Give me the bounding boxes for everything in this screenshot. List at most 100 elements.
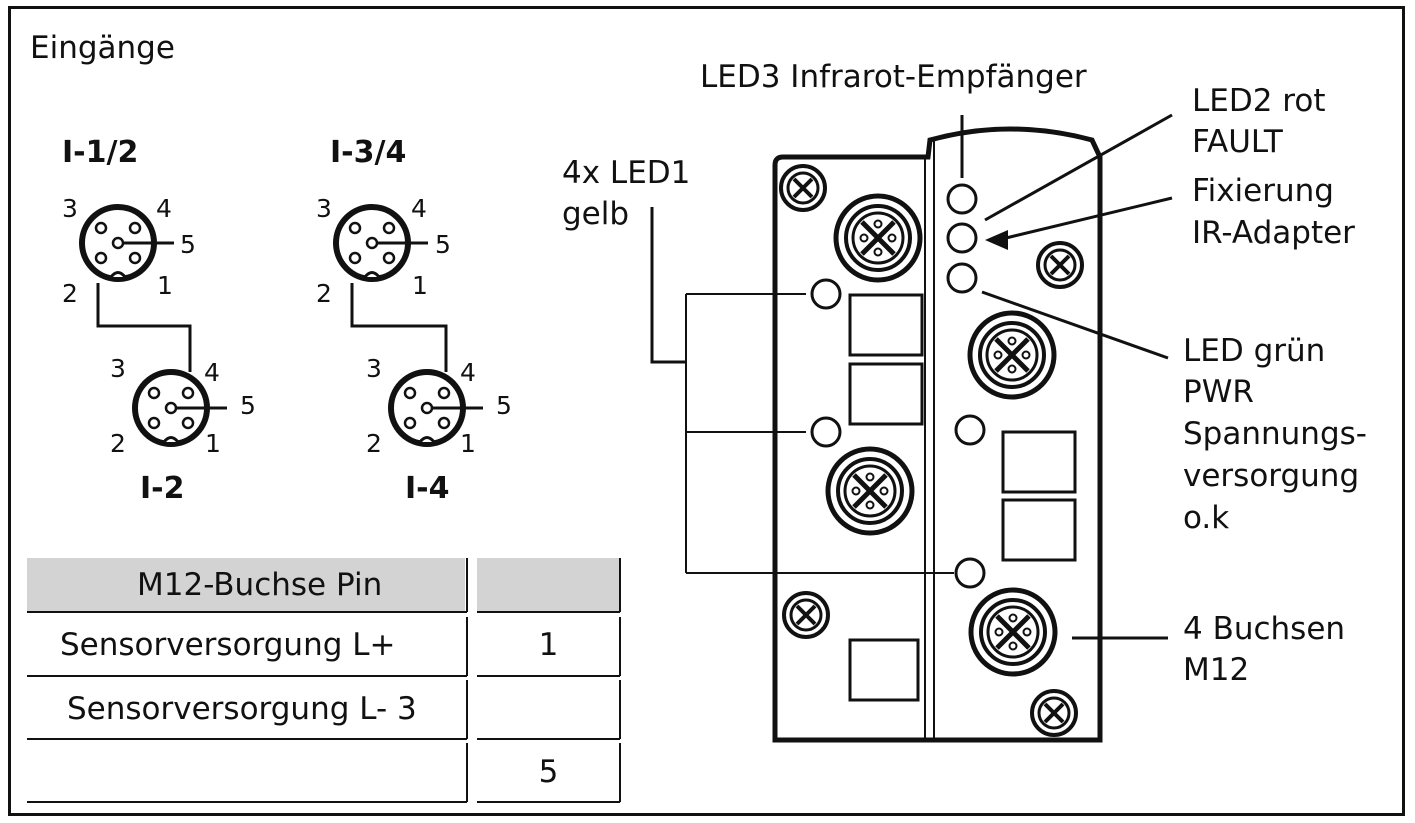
callout-led3: LED3 Infrarot-Empfänger — [700, 59, 1087, 95]
pin-label: 5 — [180, 230, 196, 259]
table-cell: 5 — [538, 754, 559, 790]
pin-label: 2 — [366, 429, 382, 458]
screw-icon — [1030, 689, 1078, 737]
callout-buchsen-line1: 4 Buchsen — [1183, 611, 1346, 647]
led1-leader — [650, 207, 686, 364]
callout-ledgreen-line1: LED grün — [1183, 333, 1326, 369]
callout-led2-line2: FAULT — [1192, 124, 1283, 160]
led-icon — [810, 278, 842, 310]
callout-buchsen-line2: M12 — [1183, 652, 1250, 688]
pin-label: 1 — [412, 271, 428, 300]
pin-label: 4 — [411, 194, 427, 223]
label-window — [1001, 498, 1077, 562]
callout-ledgreen-line2: PWR — [1183, 374, 1254, 410]
connector-face-icon — [333, 204, 428, 282]
connector-face-icon — [388, 369, 483, 447]
pin-hole — [94, 221, 108, 235]
pin-label: 5 — [435, 230, 451, 259]
callout-ledgreen-line4: versorgung — [1183, 458, 1360, 494]
pin-label: 4 — [204, 358, 220, 387]
led-icon — [946, 262, 978, 294]
connector-face-icon — [132, 369, 227, 447]
pin-hole — [128, 251, 142, 265]
pin-label: 3 — [110, 354, 126, 383]
table-cell: Sensorversorgung L+ — [60, 627, 396, 663]
pin-hole — [403, 416, 417, 430]
led-icon — [954, 557, 986, 589]
pin-label: 5 — [240, 391, 256, 420]
pin-hole — [420, 401, 434, 415]
led-icon — [946, 222, 978, 254]
fix-arrow-icon — [985, 230, 1008, 250]
table-cell: 1 — [538, 627, 559, 663]
pin-label: 4 — [460, 358, 476, 387]
table-cell: Sensorversorgung L- 3 — [67, 691, 417, 727]
callout-led1-line2: gelb — [562, 196, 630, 232]
screw-icon — [779, 164, 827, 212]
pin-hole — [437, 416, 451, 430]
wire-i34 — [350, 283, 448, 372]
table-header-fill — [27, 558, 465, 612]
m12-socket-icon — [825, 446, 915, 536]
pin-label: 1 — [157, 271, 173, 300]
callout-ledgreen-line3: Spannungs- — [1183, 416, 1367, 452]
ledgreen-leader — [981, 290, 1169, 360]
led-icon — [946, 183, 978, 215]
pin-label: 1 — [460, 429, 476, 458]
pin-label: 3 — [316, 194, 332, 223]
m12-socket-icon — [968, 587, 1058, 677]
connector-label: I-3/4 — [330, 135, 407, 170]
callout-fix-line1: Fixierung — [1192, 173, 1334, 209]
pin-hole — [147, 416, 161, 430]
callout-led1-line1: 4x LED1 — [562, 155, 691, 191]
key-notch — [109, 271, 127, 278]
pin-hole — [365, 236, 379, 250]
pin-label: 4 — [156, 194, 172, 223]
key-notch — [418, 436, 436, 443]
led2-leader — [984, 113, 1173, 222]
pin-label: 5 — [496, 391, 512, 420]
callout-ledgreen-line5: o.k — [1183, 500, 1230, 536]
pin-hole — [164, 401, 178, 415]
connector-label: I-2 — [140, 471, 185, 506]
callout-fix-line2: IR-Adapter — [1192, 215, 1355, 251]
table-grid — [27, 558, 621, 803]
pin-hole — [348, 251, 362, 265]
screw-icon — [1036, 241, 1084, 289]
pin-hole — [181, 386, 195, 400]
pin-hole — [147, 386, 161, 400]
pin-hole — [437, 386, 451, 400]
diagram-frame — [8, 6, 1405, 816]
label-window — [848, 293, 924, 357]
fix-leader — [1005, 196, 1173, 240]
table-header-fill — [477, 558, 620, 612]
screw-icon — [782, 591, 830, 639]
key-notch — [363, 271, 381, 278]
table-header-cell: M12-Buchse Pin — [137, 567, 383, 603]
diagram-title: Eingänge — [30, 30, 175, 66]
pin-label: 2 — [316, 279, 332, 308]
m12-socket-icon — [833, 193, 923, 283]
pin-hole — [403, 386, 417, 400]
pin-label: 3 — [366, 354, 382, 383]
m12-socket-icon — [967, 310, 1057, 400]
led-icon — [954, 414, 986, 446]
pin-hole — [181, 416, 195, 430]
pin-hole — [111, 236, 125, 250]
module-outline — [772, 126, 1103, 743]
pin-label: 1 — [205, 429, 221, 458]
led-icon — [810, 416, 842, 448]
label-window — [1001, 430, 1077, 494]
label-window — [848, 638, 920, 702]
pin-hole — [348, 221, 362, 235]
label-window — [848, 362, 924, 426]
pin-hole — [128, 221, 142, 235]
callout-led2-line1: LED2 rot — [1192, 83, 1326, 119]
key-notch — [162, 436, 180, 443]
connector-face-icon — [79, 204, 174, 282]
pin-hole — [94, 251, 108, 265]
pin-label: 3 — [62, 194, 78, 223]
pin-hole — [382, 221, 396, 235]
pin-hole — [382, 251, 396, 265]
